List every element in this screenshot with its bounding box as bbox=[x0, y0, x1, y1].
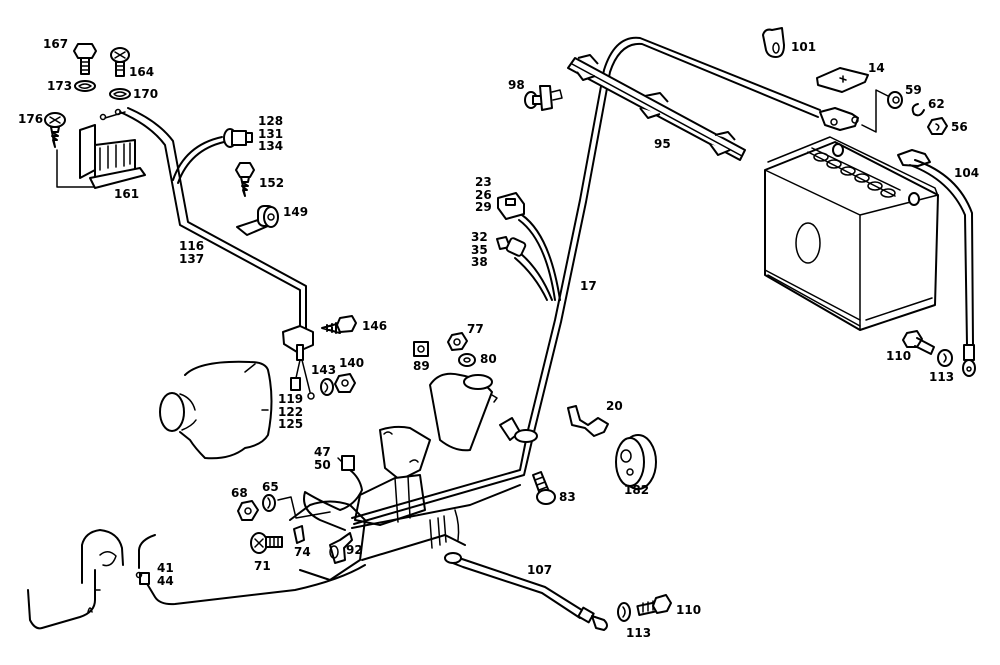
callout-107[interactable]: 107 bbox=[527, 563, 553, 577]
washer-173 bbox=[74, 80, 96, 92]
clip-101 bbox=[762, 27, 785, 58]
callout-119-122-125[interactable]: 119 122 125 bbox=[278, 392, 304, 431]
harness-116-137 bbox=[99, 107, 307, 331]
washer-65 bbox=[262, 494, 331, 519]
alternator bbox=[159, 360, 273, 460]
cover-14 bbox=[816, 67, 869, 93]
plug-32 bbox=[496, 236, 527, 257]
callout-173[interactable]: 173 bbox=[47, 79, 73, 93]
callout-95[interactable]: 95 bbox=[654, 137, 671, 151]
branch-wires-23-32 bbox=[514, 214, 561, 301]
callout-23-26-29[interactable]: 23 26 29 bbox=[475, 175, 492, 214]
callout-71[interactable]: 71 bbox=[254, 559, 271, 573]
washer-80 bbox=[458, 353, 476, 367]
callout-80[interactable]: 80 bbox=[480, 352, 497, 366]
callout-176[interactable]: 176 bbox=[18, 112, 44, 126]
cable-channel-95 bbox=[567, 54, 746, 161]
callout-140[interactable]: 140 bbox=[339, 356, 365, 370]
callout-164[interactable]: 164 bbox=[129, 65, 155, 79]
engine-mount-outline bbox=[27, 529, 124, 630]
callout-65[interactable]: 65 bbox=[262, 480, 279, 494]
callout-113-bottom[interactable]: 113 bbox=[626, 626, 652, 640]
callout-32-35-38[interactable]: 32 35 38 bbox=[471, 230, 488, 269]
connector-harness-end bbox=[282, 325, 315, 400]
callout-182[interactable]: 182 bbox=[624, 483, 650, 497]
nut-68 bbox=[237, 500, 259, 521]
bolt-110-bottom bbox=[636, 594, 672, 616]
callout-59[interactable]: 59 bbox=[905, 83, 922, 97]
connector-23 bbox=[497, 192, 525, 220]
nut-89 bbox=[413, 341, 429, 357]
callout-143[interactable]: 143 bbox=[311, 363, 337, 377]
ground-cable-104 bbox=[897, 149, 976, 377]
screw-152 bbox=[235, 162, 255, 197]
callout-170[interactable]: 170 bbox=[133, 87, 159, 101]
main-harness-17 bbox=[351, 36, 821, 525]
callout-20[interactable]: 20 bbox=[606, 399, 623, 413]
nut-56 bbox=[927, 117, 948, 135]
callout-77[interactable]: 77 bbox=[467, 322, 484, 336]
screw-146 bbox=[321, 315, 357, 334]
bracket-20 bbox=[567, 405, 609, 437]
pulley-182 bbox=[615, 434, 657, 490]
callout-62[interactable]: 62 bbox=[928, 97, 945, 111]
callout-104[interactable]: 104 bbox=[954, 166, 980, 180]
ground-wire-41-44 bbox=[135, 534, 366, 606]
callout-47-50[interactable]: 47 50 bbox=[314, 445, 331, 472]
callout-14[interactable]: 14 bbox=[868, 61, 885, 75]
battery bbox=[764, 136, 939, 331]
terminal-clamp bbox=[819, 89, 889, 133]
sensor-128 bbox=[223, 128, 253, 148]
washer-59 bbox=[887, 91, 903, 109]
fuse-box-161 bbox=[79, 124, 146, 189]
callout-152[interactable]: 152 bbox=[259, 176, 285, 190]
washer-62 bbox=[911, 103, 925, 117]
clip-98 bbox=[524, 85, 563, 111]
washer-113-top bbox=[937, 349, 953, 367]
callout-146[interactable]: 146 bbox=[362, 319, 388, 333]
callout-128-131-134[interactable]: 128 131 134 bbox=[258, 114, 284, 153]
callout-98[interactable]: 98 bbox=[508, 78, 525, 92]
clip-149 bbox=[236, 205, 279, 236]
callout-149[interactable]: 149 bbox=[283, 205, 309, 219]
callout-41-44[interactable]: 41 44 bbox=[157, 561, 174, 588]
callout-56[interactable]: 56 bbox=[951, 120, 968, 134]
callout-68[interactable]: 68 bbox=[231, 486, 248, 500]
washer-170 bbox=[109, 88, 131, 100]
screw-164 bbox=[110, 47, 130, 77]
washer-143 bbox=[320, 378, 334, 396]
washer-113-bottom bbox=[617, 602, 631, 622]
callout-167[interactable]: 167 bbox=[43, 37, 69, 51]
callout-89[interactable]: 89 bbox=[413, 359, 430, 373]
battery-cable-107 bbox=[444, 552, 608, 631]
callout-116-137[interactable]: 116 137 bbox=[179, 239, 205, 266]
callout-74[interactable]: 74 bbox=[294, 545, 311, 559]
nut-77 bbox=[447, 332, 468, 351]
callout-110-top[interactable]: 110 bbox=[886, 349, 912, 363]
callout-83[interactable]: 83 bbox=[559, 490, 576, 504]
terminal-92 bbox=[329, 532, 353, 564]
clip-74 bbox=[293, 525, 305, 544]
bolt-167 bbox=[73, 43, 97, 75]
bolt-71 bbox=[250, 532, 283, 554]
callout-161[interactable]: 161 bbox=[114, 187, 140, 201]
wire-47-50 bbox=[303, 455, 363, 531]
nut-140 bbox=[334, 373, 356, 393]
bolt-110-top bbox=[902, 330, 935, 355]
grommet-on-harness bbox=[499, 417, 538, 443]
bolt-83 bbox=[532, 471, 556, 505]
callout-17[interactable]: 17 bbox=[580, 279, 597, 293]
starter-motor bbox=[289, 372, 521, 581]
callout-92[interactable]: 92 bbox=[346, 543, 363, 557]
callout-110-bottom[interactable]: 110 bbox=[676, 603, 702, 617]
callout-113-top[interactable]: 113 bbox=[929, 370, 955, 384]
screw-176 bbox=[44, 112, 96, 188]
callout-101[interactable]: 101 bbox=[791, 40, 817, 54]
